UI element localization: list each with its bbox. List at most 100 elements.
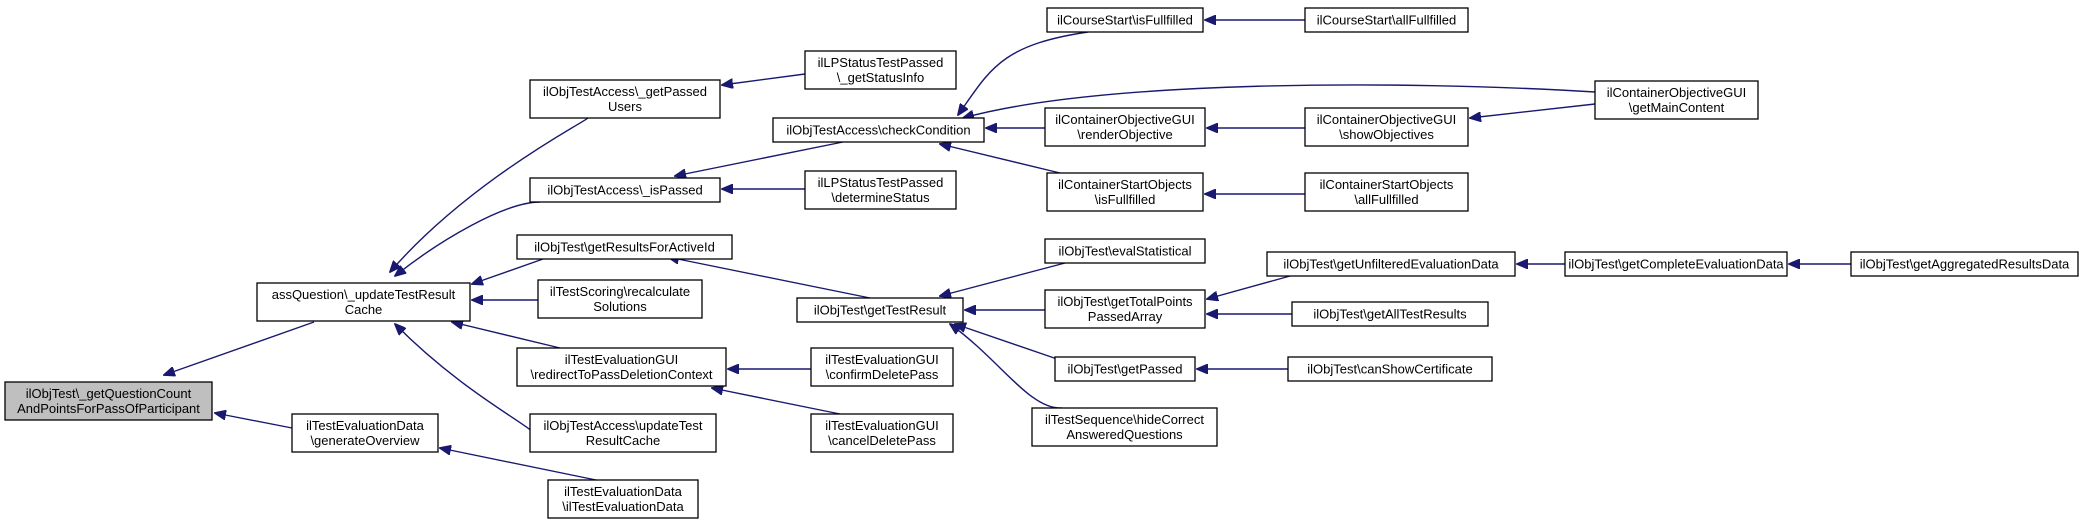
node-renderObjective[interactable]: ilContainerObjectiveGUI\renderObjective	[1044, 107, 1206, 147]
edge-line	[390, 117, 589, 272]
node-box	[1287, 356, 1493, 382]
node-label-line: \cancelDeletePass	[828, 433, 936, 448]
node-layer: ilObjTest\_getQuestionCountAndPointsForP…	[4, 7, 2079, 519]
node-cancelDeletePass[interactable]: ilTestEvaluationGUI\cancelDeletePass	[810, 413, 954, 453]
edge-evalStatistical-to-getTestResult	[940, 262, 1066, 296]
node-canShowCertificate[interactable]: ilObjTest\canShowCertificate	[1287, 356, 1493, 382]
node-label-line: Cache	[345, 302, 383, 317]
edge-line	[440, 448, 597, 481]
node-label-line: \showObjectives	[1339, 127, 1434, 142]
node-label-line: PassedArray	[1088, 309, 1163, 324]
node-box	[1291, 301, 1489, 327]
node-box	[1304, 107, 1469, 147]
node-box	[529, 413, 717, 453]
node-label-line: Solutions	[593, 299, 647, 314]
node-box	[516, 234, 733, 260]
node-label-line: ilLPStatusTestPassed	[818, 175, 944, 190]
node-label-line: ilObjTestAccess\_getPassed	[543, 84, 707, 99]
node-label-line: ilTestEvaluationGUI	[565, 352, 678, 367]
node-showObjectives[interactable]: ilContainerObjectiveGUI\showObjectives	[1304, 107, 1469, 147]
node-label-line: ilObjTest\_getQuestionCount	[26, 386, 192, 401]
node-getCompleteEvaluationData[interactable]: ilObjTest\getCompleteEvaluationData	[1564, 251, 1788, 277]
node-getAllTestResults[interactable]: ilObjTest\getAllTestResults	[1291, 301, 1489, 327]
edge-line	[940, 144, 1061, 174]
node-getMainContent[interactable]: ilContainerObjectiveGUI\getMainContent	[1594, 80, 1759, 120]
node-ilTestEvaluationDataCtor[interactable]: ilTestEvaluationData\ilTestEvaluationDat…	[547, 479, 699, 519]
node-label-line: ilCourseStart\isFullfilled	[1057, 13, 1193, 28]
edge-redirectToPassDeletionContext-to-updateTestResultCache	[452, 322, 561, 349]
node-box	[772, 117, 985, 143]
node-label-line: ilObjTest\getUnfilteredEvaluationData	[1283, 257, 1499, 272]
node-box	[256, 282, 471, 322]
node-generateOverview[interactable]: ilTestEvaluationData\generateOverview	[291, 413, 439, 453]
node-courseStartIsFullfilled[interactable]: ilCourseStart\isFullfilled	[1046, 7, 1204, 33]
node-label-line: \renderObjective	[1077, 127, 1172, 142]
node-box	[1044, 289, 1206, 329]
node-label-line: \determineStatus	[831, 190, 930, 205]
edge-line	[958, 31, 1089, 115]
node-isPassed[interactable]: ilObjTestAccess\_isPassed	[529, 177, 721, 203]
node-label-line: ilObjTest\getAllTestResults	[1313, 307, 1467, 322]
edge-line	[452, 322, 561, 349]
node-label-line: \getMainContent	[1629, 100, 1725, 115]
edge-line	[722, 73, 806, 85]
edge-ilTestEvaluationDataCtor-to-generateOverview	[440, 448, 597, 481]
node-box	[1044, 238, 1206, 264]
edge-getTestResult-to-getResultsForActiveId	[668, 257, 871, 299]
node-box	[529, 177, 721, 203]
node-box	[1266, 251, 1516, 277]
edge-line	[472, 258, 544, 284]
node-startObjectsIsFullfilled[interactable]: ilContainerStartObjects\isFullfilled	[1046, 172, 1204, 212]
node-startObjectsAllFullfilled[interactable]: ilContainerStartObjects\allFullfilled	[1304, 172, 1469, 212]
edge-line	[1470, 103, 1596, 118]
node-hideCorrectAnsweredQuestions[interactable]: ilTestSequence\hideCorrectAnsweredQuesti…	[1031, 407, 1218, 447]
node-label-line: ilObjTest\getTestResult	[814, 303, 947, 318]
node-label-line: ilTestEvaluationData	[306, 418, 425, 433]
node-label-line: ilObjTest\getAggregatedResultsData	[1860, 257, 2070, 272]
node-label-line: ilLPStatusTestPassed	[818, 55, 944, 70]
node-root[interactable]: ilObjTest\_getQuestionCountAndPointsForP…	[4, 381, 213, 421]
node-box	[796, 297, 964, 323]
edge-cancelDeletePass-to-redirectToPassDeletionContext	[712, 388, 841, 415]
node-getUnfilteredEvaluationData[interactable]: ilObjTest\getUnfilteredEvaluationData	[1266, 251, 1516, 277]
edge-getResultsForActiveId-to-updateTestResultCache	[472, 258, 544, 284]
node-label-line: \confirmDeletePass	[826, 367, 939, 382]
node-label-line: ilContainerStartObjects	[1058, 177, 1192, 192]
node-getPassed[interactable]: ilObjTest\getPassed	[1054, 356, 1196, 382]
node-redirectToPassDeletionContext[interactable]: ilTestEvaluationGUI\redirectToPassDeleti…	[516, 347, 727, 387]
node-box	[1850, 251, 2079, 277]
node-box	[1046, 172, 1204, 212]
node-box	[1031, 407, 1218, 447]
node-getResultsForActiveId[interactable]: ilObjTest\getResultsForActiveId	[516, 234, 733, 260]
edge-line	[955, 324, 1061, 361]
node-determineStatus[interactable]: ilLPStatusTestPassed\determineStatus	[804, 170, 957, 210]
edge-getMainContent-to-showObjectives	[1470, 103, 1596, 118]
node-box	[1564, 251, 1788, 277]
node-box	[1054, 356, 1196, 382]
node-label-line: ilContainerStartObjects	[1320, 177, 1454, 192]
node-label-line: ilContainerObjectiveGUI	[1607, 85, 1746, 100]
edge-courseStartIsFullfilled-to-checkCondition	[958, 31, 1089, 115]
node-box	[810, 347, 954, 387]
edge-hideCorrectAnsweredQuestions-to-getTestResult	[950, 324, 1063, 409]
node-label-line: ilObjTest\getResultsForActiveId	[534, 240, 715, 255]
node-box	[291, 413, 439, 453]
node-label-line: ilObjTestAccess\_isPassed	[547, 183, 702, 198]
node-checkCondition[interactable]: ilObjTestAccess\checkCondition	[772, 117, 985, 143]
node-evalStatistical[interactable]: ilObjTest\evalStatistical	[1044, 238, 1206, 264]
node-label-line: AnsweredQuestions	[1066, 427, 1183, 442]
node-getAggregatedResultsData[interactable]: ilObjTest\getAggregatedResultsData	[1850, 251, 2079, 277]
node-label-line: ilObjTestAccess\checkCondition	[786, 123, 970, 138]
node-label-line: AndPointsForPassOfParticipant	[17, 401, 200, 416]
edge-line	[675, 141, 844, 176]
node-confirmDeletePass[interactable]: ilTestEvaluationGUI\confirmDeletePass	[810, 347, 954, 387]
node-getStatusInfo[interactable]: ilLPStatusTestPassed\_getStatusInfo	[804, 50, 957, 90]
node-courseStartAllFullfilled[interactable]: ilCourseStart\allFullfilled	[1304, 7, 1469, 33]
node-getTestResult[interactable]: ilObjTest\getTestResult	[796, 297, 964, 323]
